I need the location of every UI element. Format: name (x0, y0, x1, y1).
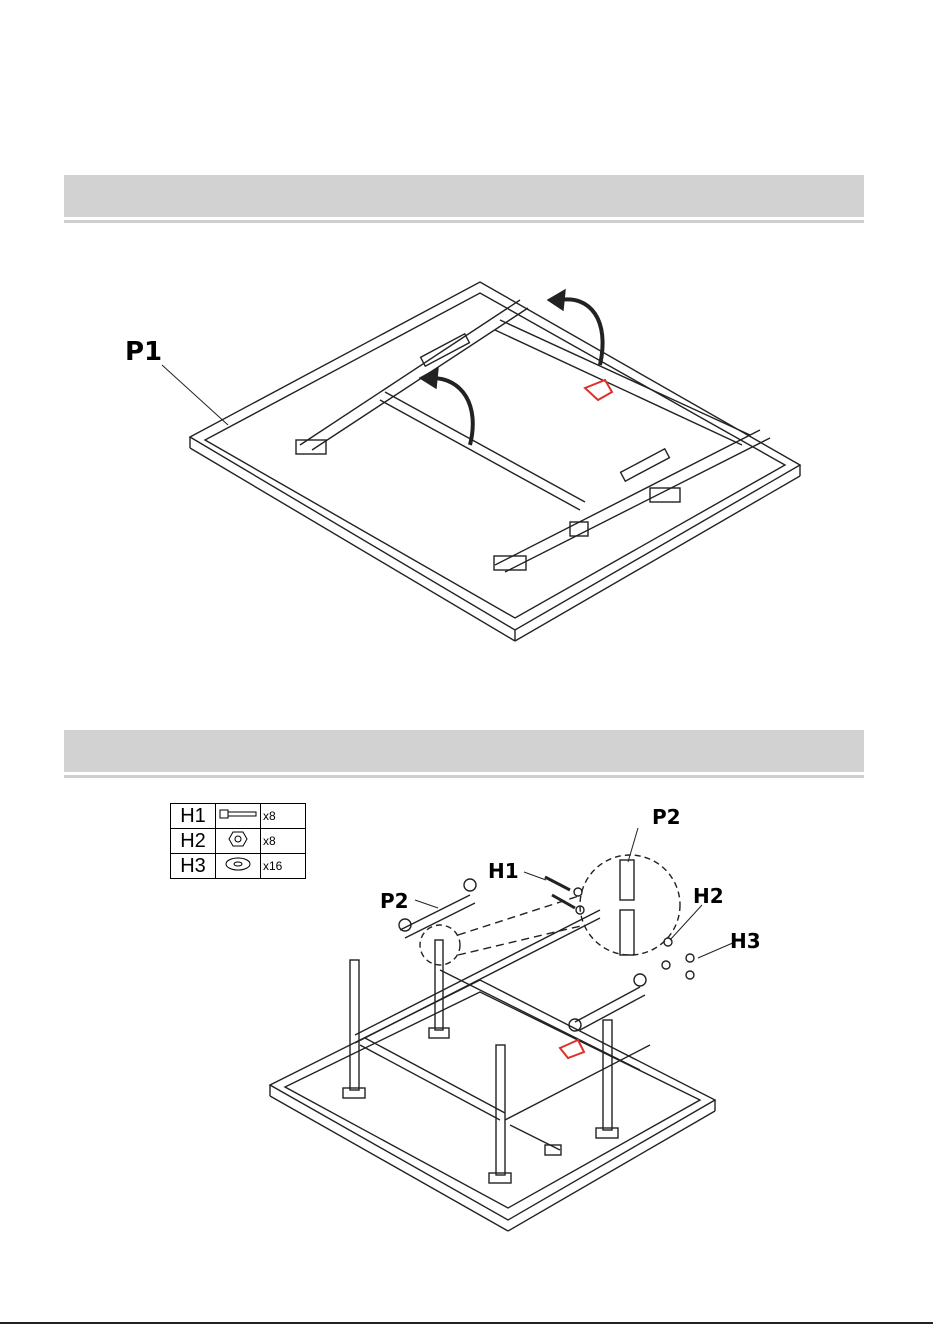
step-2-figure: P2 P2 H1 H2 H3 (0, 800, 933, 1240)
p1-label: P1 (125, 337, 162, 367)
p1-leader (162, 365, 228, 425)
step-2-header-band (64, 730, 864, 772)
step-1-header-band (64, 175, 864, 217)
p2-label-main: P2 (380, 889, 409, 913)
p2-label-detail: P2 (652, 805, 681, 829)
table-frame-outline (270, 980, 715, 1220)
step-2-header-rule (64, 775, 864, 778)
h1-label: H1 (488, 859, 519, 883)
step-1-header-rule (64, 220, 864, 223)
detail-circle-small (420, 925, 460, 965)
h2-label: H2 (693, 884, 724, 908)
step-1-figure: P1 (0, 260, 933, 660)
h3-label: H3 (730, 929, 761, 953)
